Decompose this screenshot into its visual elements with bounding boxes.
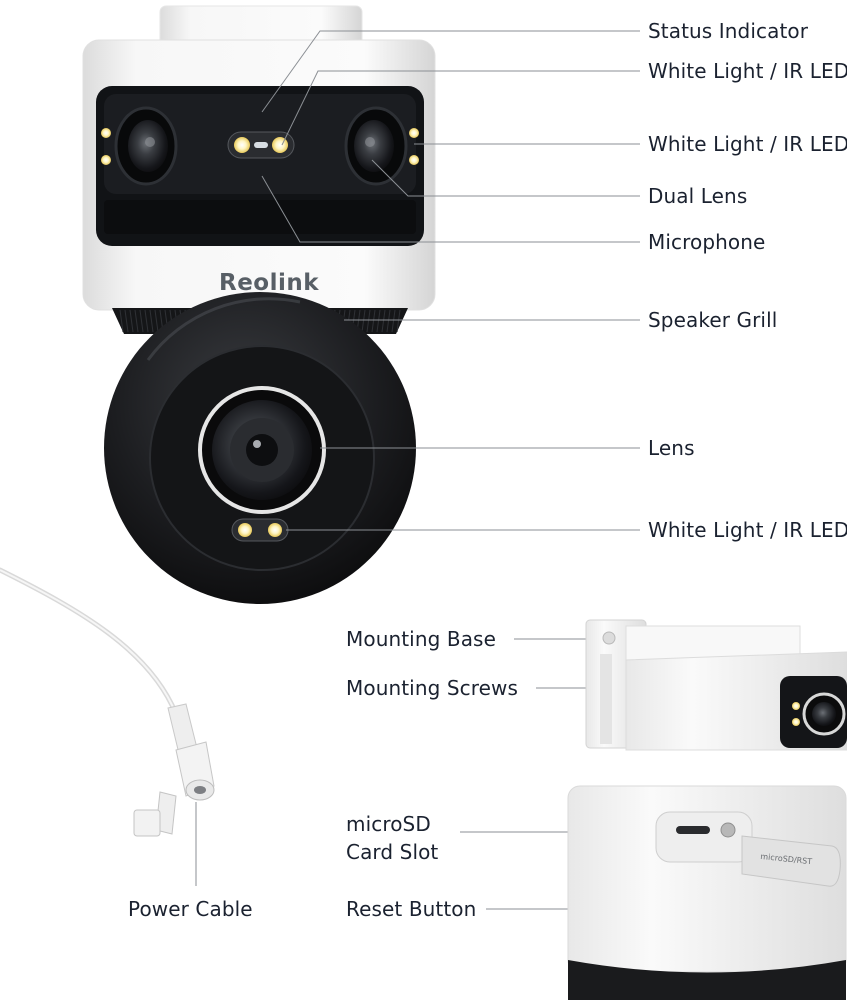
mounting-detail: [585, 619, 847, 751]
center-led-pod: [227, 131, 295, 159]
label-microsd-line2: Card Slot: [346, 840, 439, 864]
power-cable: [0, 567, 215, 837]
slot-cover: [741, 835, 841, 887]
brand-logo: Reolink: [219, 270, 320, 296]
label-microsd-line1: microSD: [346, 812, 431, 836]
label-lens: Lens: [648, 436, 695, 460]
dual-lens-left: [114, 106, 178, 186]
side-leds-right: [409, 128, 419, 165]
label-mounting-base: Mounting Base: [346, 627, 496, 651]
microsd-slot: [676, 826, 710, 834]
label-mounting-screws: Mounting Screws: [346, 676, 519, 700]
label-white-light-ir-led-side: White Light / IR LED: [648, 132, 847, 156]
slot-detail: microSD/RST: [567, 785, 847, 1000]
slot-panel: [655, 811, 753, 863]
label-dual-lens: Dual Lens: [648, 184, 748, 208]
main-camera: [82, 5, 436, 604]
dual-lens-right: [344, 106, 408, 186]
label-reset-button: Reset Button: [346, 897, 477, 921]
reset-button-hole: [720, 822, 736, 838]
label-power-cable: Power Cable: [128, 897, 253, 921]
label-status-indicator: Status Indicator: [648, 19, 809, 43]
label-microphone: Microphone: [648, 230, 766, 254]
bottom-led-pod: [231, 518, 289, 542]
label-white-light-ir-led-bottom: White Light / IR LED: [648, 518, 847, 542]
side-leds-left: [101, 128, 111, 165]
label-speaker-grill: Speaker Grill: [648, 308, 778, 332]
label-white-light-ir-led-top: White Light / IR LED: [648, 59, 847, 83]
main-lens: [198, 386, 326, 514]
